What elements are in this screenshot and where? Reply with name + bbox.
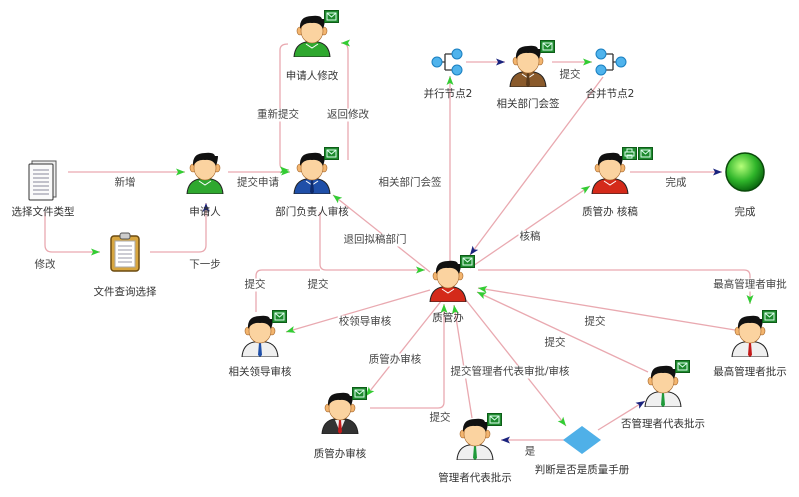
edge-23[interactable] — [469, 183, 592, 269]
arrowhead-icon — [746, 295, 754, 304]
edge-20[interactable] — [466, 58, 505, 66]
node-label: 质管办 — [432, 312, 464, 324]
edge-13[interactable] — [451, 304, 473, 419]
print-icon[interactable] — [622, 147, 637, 160]
node-label: 质管办审核 — [313, 448, 367, 460]
node-label: 并行节点2 — [423, 88, 473, 100]
edge-21[interactable] — [552, 58, 592, 66]
arrowhead-icon — [713, 168, 722, 176]
person-icon[interactable] — [292, 150, 332, 195]
arrowhead-icon — [583, 58, 592, 66]
arrowhead-icon — [478, 285, 488, 293]
node-label: 相关部门会签 — [496, 98, 560, 110]
person-icon[interactable] — [428, 258, 468, 303]
mail-icon[interactable] — [460, 255, 475, 268]
person-icon[interactable] — [590, 150, 630, 195]
merge-icon[interactable] — [593, 48, 627, 76]
arrowhead-icon — [91, 248, 100, 256]
edge-11[interactable] — [363, 299, 443, 398]
arrowhead-icon — [286, 326, 296, 333]
arrowhead-icon — [202, 203, 210, 212]
edge-14[interactable] — [465, 299, 569, 428]
node-label: 质管办 核稿 — [582, 206, 638, 218]
mail-icon[interactable] — [638, 147, 653, 160]
node-label: 管理者代表批示 — [438, 472, 512, 484]
person-icon[interactable] — [292, 13, 332, 58]
edge-22[interactable] — [467, 76, 604, 257]
edge-2[interactable] — [228, 168, 290, 176]
node-label: 否管理者代表批示 — [621, 418, 705, 430]
arrowhead-icon — [416, 266, 425, 274]
arrowhead-icon — [176, 168, 185, 176]
arrowhead-icon — [446, 76, 454, 85]
arrowhead-icon — [470, 245, 479, 255]
node-label: 判断是否是质量手册 — [534, 464, 630, 476]
person-icon[interactable] — [185, 150, 225, 195]
arrowhead-icon — [557, 416, 566, 426]
edge-6[interactable] — [150, 203, 210, 253]
fork-icon[interactable] — [431, 48, 465, 76]
mail-icon[interactable] — [762, 310, 777, 323]
arrowhead-icon — [280, 166, 289, 174]
edge-10[interactable] — [285, 289, 431, 335]
node-label: 文件查询选择 — [93, 286, 157, 298]
person-icon[interactable] — [320, 390, 360, 435]
arrowhead-icon — [366, 386, 375, 396]
edge-8[interactable] — [319, 212, 425, 274]
mail-icon[interactable] — [352, 387, 367, 400]
edge-5[interactable] — [44, 212, 100, 256]
edge-25[interactable] — [476, 289, 649, 373]
person-icon[interactable] — [455, 416, 495, 461]
person-icon[interactable] — [240, 313, 280, 358]
edge-19[interactable] — [446, 76, 454, 264]
mail-icon[interactable] — [540, 40, 555, 53]
mail-icon[interactable] — [272, 310, 287, 323]
node-label: 完成 — [734, 206, 756, 218]
node-label: 最高管理者批示 — [713, 366, 787, 378]
arrowhead-icon — [440, 304, 448, 313]
node-label: 合并节点2 — [585, 88, 635, 100]
arrowhead-icon — [501, 436, 510, 444]
arrowhead-icon — [580, 186, 590, 194]
edge-12[interactable] — [370, 304, 448, 409]
person-icon[interactable] — [508, 43, 548, 88]
node-label: 申请人修改 — [285, 70, 339, 82]
edge-3[interactable] — [340, 39, 350, 161]
node-label: 申请人 — [189, 206, 221, 218]
person-icon[interactable] — [730, 313, 770, 358]
mail-icon[interactable] — [487, 413, 502, 426]
edge-17[interactable] — [501, 436, 565, 444]
arrowhead-icon — [341, 39, 350, 47]
decision-diamond-icon[interactable] — [562, 425, 602, 455]
arrowhead-icon — [635, 401, 645, 409]
node-label: 相关领导审核 — [228, 366, 292, 378]
mail-icon[interactable] — [324, 10, 339, 23]
edge-16[interactable] — [478, 269, 754, 304]
arrowhead-icon — [496, 58, 505, 66]
end-circle-icon[interactable] — [724, 151, 766, 193]
edge-15[interactable] — [477, 285, 736, 331]
document-icon[interactable] — [26, 159, 60, 201]
clipboard-icon[interactable] — [108, 231, 142, 273]
node-label: 选择文件类型 — [11, 206, 75, 218]
edge-9[interactable] — [255, 269, 320, 312]
edge-1[interactable] — [68, 168, 185, 176]
edge-18[interactable] — [597, 398, 647, 431]
arrowhead-icon — [333, 195, 343, 204]
arrowhead-icon — [451, 305, 459, 315]
edge-4[interactable] — [279, 43, 290, 174]
person-icon[interactable] — [643, 363, 683, 408]
arrowhead-icon — [477, 292, 487, 299]
node-label: 部门负责人审核 — [275, 206, 349, 218]
mail-icon[interactable] — [675, 360, 690, 373]
mail-icon[interactable] — [324, 147, 339, 160]
edge-24[interactable] — [630, 168, 722, 176]
